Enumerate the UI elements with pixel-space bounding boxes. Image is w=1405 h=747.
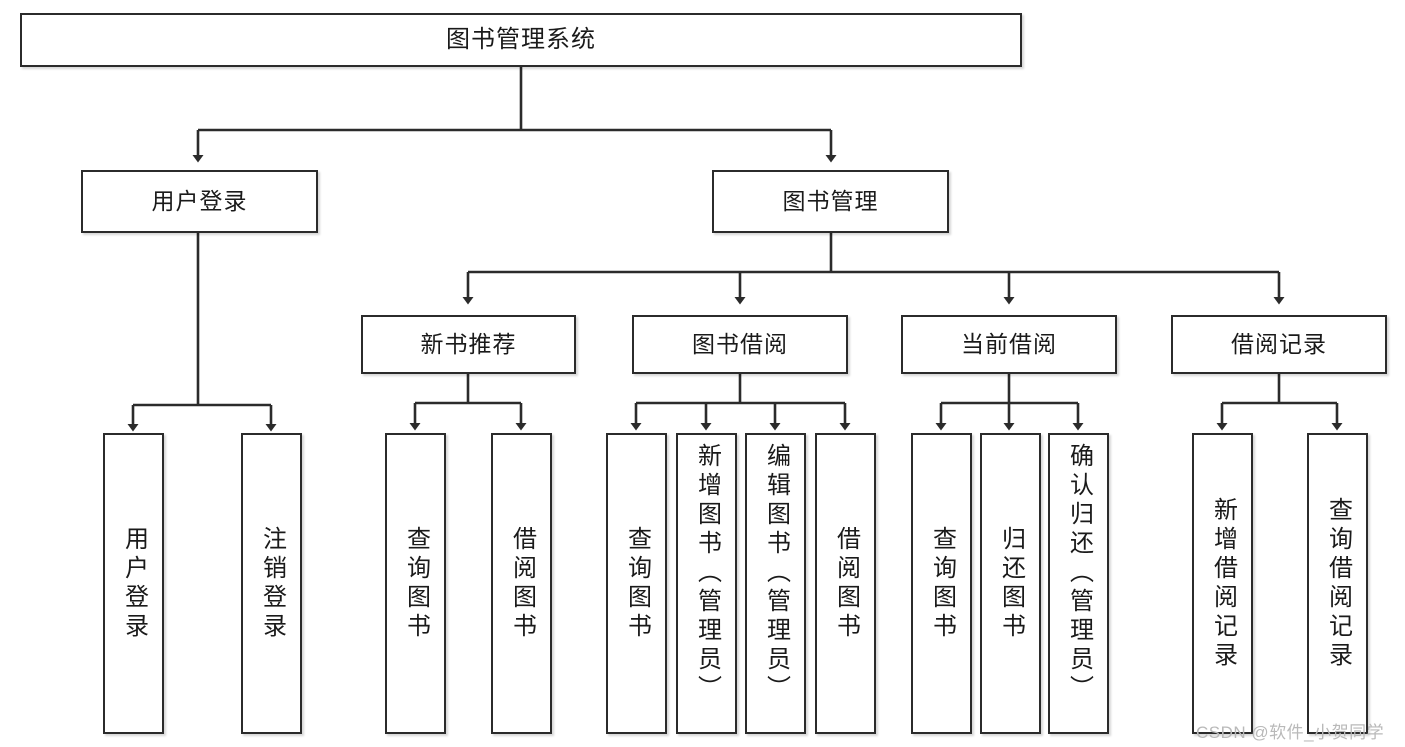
- node-leaf-query-book-1[interactable]: 查询图书: [385, 433, 446, 734]
- node-borrow-record[interactable]: 借阅记录: [1171, 315, 1387, 374]
- node-leaf-query-book-1-label: 查询图书: [402, 525, 430, 642]
- node-borrow-record-label: 借阅记录: [1231, 331, 1327, 358]
- node-leaf-logout-login-label: 注销登录: [258, 525, 286, 642]
- node-book-borrow-label: 图书借阅: [692, 331, 788, 358]
- node-leaf-add-borrow-record[interactable]: 新增借阅记录: [1192, 433, 1253, 734]
- node-leaf-query-book-2[interactable]: 查询图书: [606, 433, 667, 734]
- node-leaf-add-borrow-record-label: 新增借阅记录: [1209, 496, 1237, 671]
- node-leaf-query-borrow-record[interactable]: 查询借阅记录: [1307, 433, 1368, 734]
- node-leaf-edit-book-label: 编辑图书（管理员）: [762, 443, 790, 704]
- node-root-label: 图书管理系统: [446, 26, 596, 54]
- node-leaf-query-book-3-label: 查询图书: [928, 525, 956, 642]
- node-leaf-add-book-label: 新增图书（管理员）: [693, 443, 721, 704]
- node-leaf-confirm-return-label: 确认归还（管理员）: [1065, 443, 1093, 704]
- node-leaf-query-borrow-record-label: 查询借阅记录: [1324, 496, 1352, 671]
- node-leaf-add-book[interactable]: 新增图书（管理员）: [676, 433, 737, 734]
- node-leaf-confirm-return[interactable]: 确认归还（管理员）: [1048, 433, 1109, 734]
- node-user-login[interactable]: 用户登录: [81, 170, 318, 233]
- node-leaf-query-book-3[interactable]: 查询图书: [911, 433, 972, 734]
- node-new-book-recommend-label: 新书推荐: [420, 331, 517, 358]
- node-book-management[interactable]: 图书管理: [712, 170, 949, 233]
- node-leaf-borrow-book-2[interactable]: 借阅图书: [815, 433, 876, 734]
- node-leaf-borrow-book-2-label: 借阅图书: [832, 525, 860, 642]
- node-new-book-recommend[interactable]: 新书推荐: [361, 315, 576, 374]
- node-leaf-user-login[interactable]: 用户登录: [103, 433, 164, 734]
- node-leaf-return-book[interactable]: 归还图书: [980, 433, 1041, 734]
- node-book-management-label: 图书管理: [782, 188, 879, 215]
- node-leaf-query-book-2-label: 查询图书: [623, 525, 651, 642]
- node-leaf-user-login-label: 用户登录: [120, 525, 148, 642]
- node-user-login-label: 用户登录: [151, 188, 248, 215]
- node-leaf-borrow-book-1-label: 借阅图书: [508, 525, 536, 642]
- node-current-borrow-label: 当前借阅: [961, 331, 1057, 358]
- node-leaf-edit-book[interactable]: 编辑图书（管理员）: [745, 433, 806, 734]
- watermark: CSDN @软件_小贺同学: [1196, 723, 1385, 742]
- node-leaf-borrow-book-1[interactable]: 借阅图书: [491, 433, 552, 734]
- node-leaf-return-book-label: 归还图书: [997, 525, 1025, 642]
- node-current-borrow[interactable]: 当前借阅: [901, 315, 1117, 374]
- node-leaf-logout-login[interactable]: 注销登录: [241, 433, 302, 734]
- node-root[interactable]: 图书管理系统: [20, 13, 1022, 67]
- node-book-borrow[interactable]: 图书借阅: [632, 315, 848, 374]
